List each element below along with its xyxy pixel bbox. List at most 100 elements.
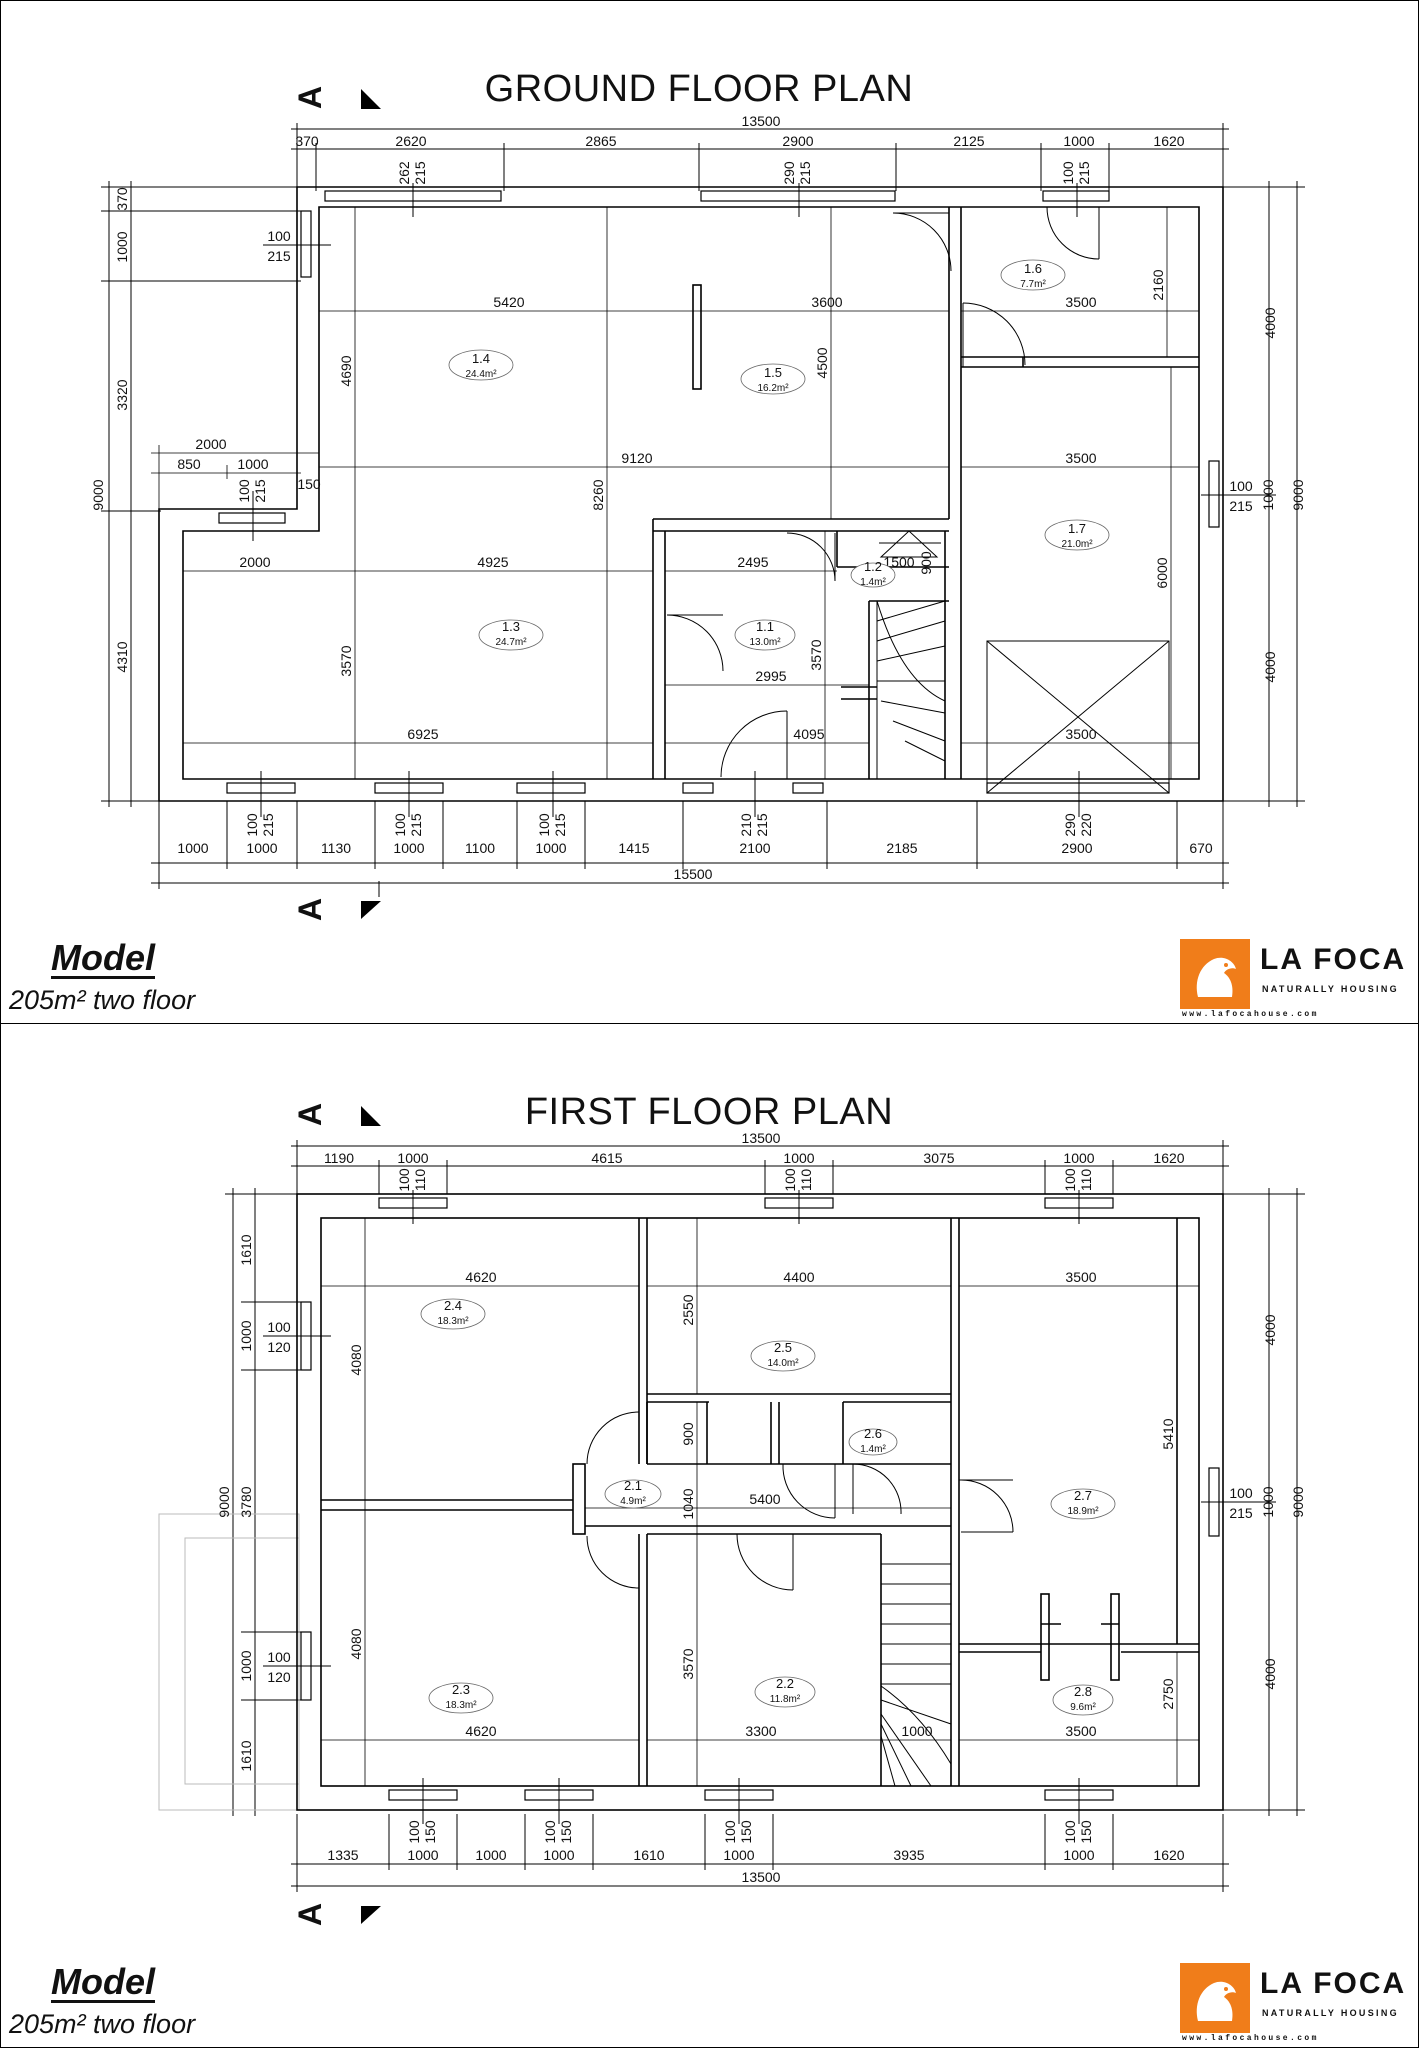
seal-icon — [1180, 939, 1250, 1009]
svg-text:2.8: 2.8 — [1074, 1684, 1092, 1699]
dim-inner: 4500 — [814, 347, 830, 378]
window-label: 120 — [267, 1339, 291, 1355]
brand-tagline: NATURALLY HOUSING — [1262, 984, 1399, 994]
window-label: 110 — [798, 1169, 814, 1192]
window-label: 110 — [412, 1169, 428, 1192]
dim-top-1: 1000 — [397, 1150, 428, 1166]
window-label: 215 — [1229, 498, 1253, 514]
svg-text:1.3: 1.3 — [502, 619, 520, 634]
dim-top-0: 1190 — [324, 1150, 354, 1166]
room-tag-2.4: 2.4 18.3m² — [420, 1298, 486, 1330]
ground-floor-drawing: GROUND FLOOR PLAN A A — [90, 68, 1306, 921]
section-marker-bottom: A — [292, 1903, 381, 1926]
window-label: 1000 — [1260, 1486, 1276, 1517]
dim-left-2: 3780 — [238, 1486, 254, 1517]
model-subtitle: 205m² two floor — [9, 2009, 196, 2039]
window-label: 100 — [1229, 478, 1253, 494]
svg-text:4.9m²: 4.9m² — [620, 1496, 646, 1507]
dim-left-3: 1000 — [238, 1650, 254, 1681]
dim-inner: 4095 — [793, 726, 824, 742]
dim-inner: 3570 — [808, 639, 824, 670]
dim-inner: 4080 — [348, 1628, 364, 1659]
dim-bottom-9: 2900 — [1061, 840, 1092, 856]
window-label: 215 — [408, 813, 424, 837]
dim-inner: 3570 — [338, 645, 354, 676]
window-label: 100 — [536, 813, 552, 837]
window-label: 120 — [267, 1669, 291, 1685]
dim-bottom-10: 670 — [1189, 840, 1213, 856]
dim-inner: 1040 — [680, 1488, 696, 1519]
dim-inner: 900 — [680, 1422, 696, 1446]
brand-url[interactable]: www.lafocahouse.com — [1182, 2034, 1319, 2043]
dim-right-total: 9000 — [1290, 1486, 1306, 1517]
dim-inner: 4080 — [348, 1344, 364, 1375]
dim-inner: 2000 — [195, 436, 226, 452]
dim-left-0: 1610 — [238, 1234, 254, 1265]
room-tag-2.7: 2.7 18.9m² — [1050, 1488, 1116, 1520]
dim-top-6: 1620 — [1153, 1150, 1184, 1166]
dim-inner: 5400 — [749, 1491, 780, 1507]
dim-top-0: 370 — [295, 133, 319, 149]
dim-inner: 5410 — [1160, 1418, 1176, 1449]
room-tag-2.5: 2.5 14.0m² — [750, 1340, 816, 1372]
dim-inner: 6000 — [1154, 557, 1170, 588]
dim-bottom-1: 1000 — [246, 840, 277, 856]
dim-top-2: 2865 — [585, 133, 616, 149]
window-label: 215 — [252, 479, 268, 503]
svg-text:11.8m²: 11.8m² — [770, 1694, 801, 1705]
svg-text:1.1: 1.1 — [756, 619, 774, 634]
window-label: 220 — [1078, 813, 1094, 837]
dim-bottom-8: 1620 — [1153, 1847, 1184, 1863]
svg-text:1.4m²: 1.4m² — [860, 577, 886, 588]
svg-text:16.2m²: 16.2m² — [757, 383, 789, 394]
dim-left-total: 9000 — [216, 1486, 232, 1517]
dim-inner: 1000 — [237, 456, 268, 472]
window-label: 150 — [1078, 1820, 1094, 1844]
dim-inner: 1000 — [901, 1723, 932, 1739]
dim-left-2: 3320 — [114, 379, 130, 410]
window-label: 290 — [781, 161, 797, 185]
svg-text:1.2: 1.2 — [864, 559, 882, 574]
window-label: 215 — [412, 161, 428, 185]
dim-bottom-0: 1000 — [177, 840, 208, 856]
svg-text:2.4: 2.4 — [444, 1298, 462, 1313]
dim-bottom-5: 1000 — [535, 840, 566, 856]
dim-inner: 2160 — [1150, 269, 1166, 300]
dim-inner: 5420 — [493, 294, 524, 310]
dim-left-total: 9000 — [90, 479, 106, 510]
seal-icon — [1180, 1963, 1250, 2033]
room-tag-1.2: 1.2 1.4m² — [850, 559, 896, 588]
dim-inner: 8260 — [590, 479, 606, 510]
room-tag-2.1: 2.1 4.9m² — [604, 1478, 662, 1509]
svg-text:18.3m²: 18.3m² — [437, 1316, 469, 1327]
svg-text:1.6: 1.6 — [1024, 261, 1042, 276]
dim-bottom-4: 1100 — [465, 840, 495, 856]
dim-right-total: 9000 — [1290, 479, 1306, 510]
dim-inner: 4620 — [465, 1269, 496, 1285]
dim-inner: 3500 — [1065, 294, 1096, 310]
svg-text:24.7m²: 24.7m² — [495, 637, 527, 648]
dim-left-1: 1000 — [114, 231, 130, 262]
brand-name: LA FOCA — [1260, 943, 1407, 976]
window-label: 100 — [392, 813, 408, 837]
dim-left-4: 1610 — [238, 1740, 254, 1771]
dim-top-4: 2125 — [953, 133, 984, 149]
dim-overall-bottom: 15500 — [674, 866, 713, 882]
dim-bottom-2: 1000 — [475, 1847, 506, 1863]
dim-inner: 6925 — [407, 726, 438, 742]
dim-left-3: 4310 — [114, 641, 130, 672]
window-label: 100 — [1062, 1168, 1078, 1192]
dim-bottom-4: 1610 — [633, 1847, 664, 1863]
window-label: 1000 — [1260, 479, 1276, 510]
window-label: 100 — [267, 1649, 291, 1665]
window-label: 215 — [267, 248, 291, 264]
window-label: 215 — [260, 813, 276, 837]
brand-url[interactable]: www.lafocahouse.com — [1182, 1010, 1319, 1019]
model-label: Model — [51, 1961, 155, 2002]
dim-inner: 1500 — [883, 554, 914, 570]
svg-text:2.2: 2.2 — [776, 1676, 794, 1691]
dim-top-6: 1620 — [1153, 133, 1184, 149]
brand-name: LA FOCA — [1260, 1967, 1407, 2000]
window-label: 215 — [754, 813, 770, 837]
svg-text:21.0m²: 21.0m² — [1061, 539, 1093, 550]
